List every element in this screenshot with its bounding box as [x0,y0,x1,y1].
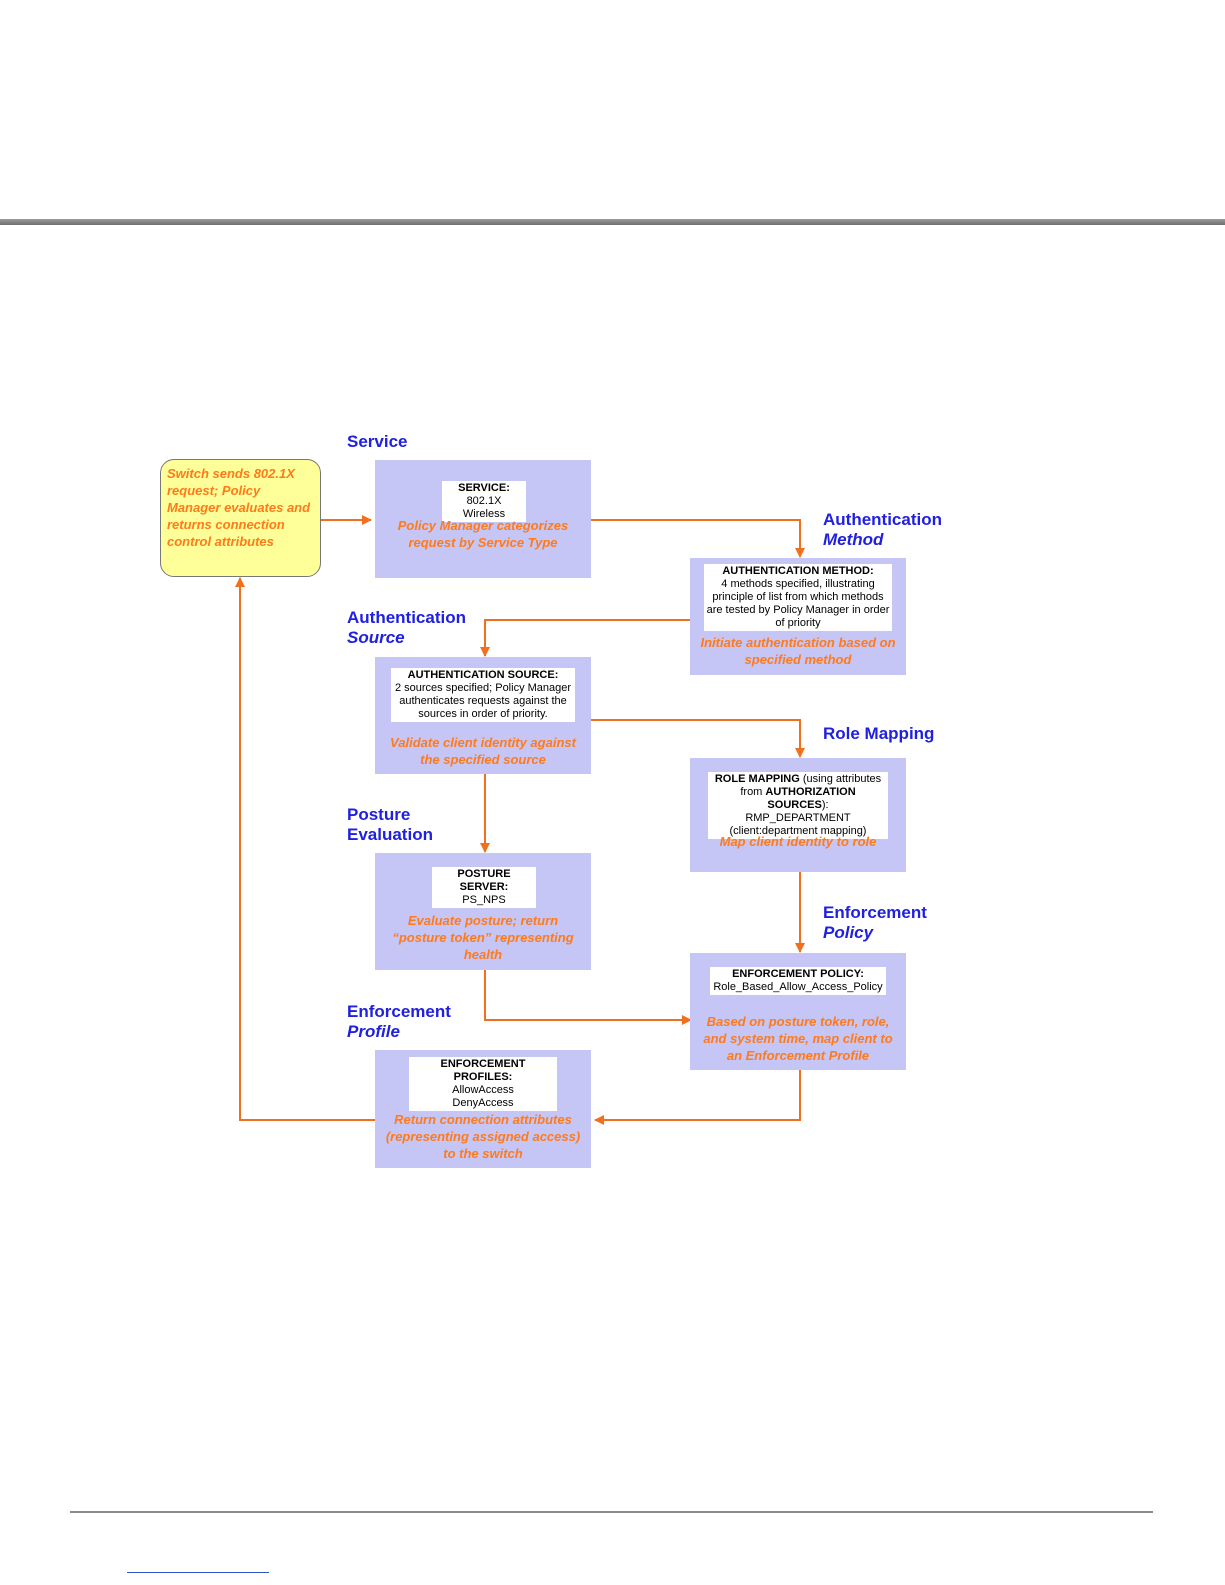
enforcement-policy-label: Enforcement [823,903,927,922]
service-description: Policy Manager categorizes request by Se… [397,518,569,550]
auth-method-value: 4 methods specified, illustrating princi… [706,578,890,629]
auth-method-info: AUTHENTICATION METHOD: 4 methods specifi… [704,564,892,631]
service-header: SERVICE: [458,482,510,494]
service-info: SERVICE: 802.1X Wireless [442,481,526,522]
footer-divider [70,1511,1153,1513]
auth-source-label-italic: Source [347,628,405,647]
arrow-policy-to-profile [594,1070,801,1125]
enforcement-profile-info: ENFORCEMENT PROFILES: AllowAccess DenyAc… [409,1057,557,1111]
role-mapping-header-note: (using attributes from [740,773,882,798]
posture-info: POSTURE SERVER: PS_NPS [432,867,536,908]
auth-method-label: Authentication [823,510,942,529]
service-label: Service [347,432,408,451]
auth-source-label: Authentication [347,608,466,627]
top-divider [0,219,1225,225]
role-mapping-header-end: ): [821,799,829,811]
authorization-sources-label: AUTHORIZATION SOURCES [765,786,856,811]
enforcement-policy-info: ENFORCEMENT POLICY: Role_Based_Allow_Acc… [710,967,886,995]
enforcement-policy-value: Role_Based_Allow_Access_Policy [713,981,883,993]
role-mapping-description: Map client identity to role [719,834,877,849]
enforcement-profile-description: Return connection attributes (representi… [385,1112,581,1161]
auth-method-header: AUTHENTICATION METHOD: [722,565,874,577]
role-mapping-value: RMP_DEPARTMENT [745,812,851,824]
role-mapping-box: ROLE MAPPING (using attributes from AUTH… [690,758,906,872]
posture-header: POSTURE SERVER: [457,868,511,893]
arrow-service-to-method [590,519,805,558]
role-mapping-stage-label: Role Mapping [823,724,934,744]
posture-stage-label: Posture Evaluation [347,805,433,845]
auth-method-label-italic: Method [823,530,884,549]
auth-method-stage-label: Authentication Method [823,510,942,550]
posture-description: Evaluate posture; return “posture token”… [392,913,574,962]
posture-label: Posture [347,805,411,824]
enforcement-policy-description: Based on posture token, role, and system… [703,1014,893,1063]
switch-request-box: Switch sends 802.1X request; Policy Mana… [160,459,321,577]
auth-source-stage-label: Authentication Source [347,608,466,648]
auth-source-description: Validate client identity against the spe… [390,735,576,767]
enforcement-profile-stage-label: Enforcement Profile [347,1002,451,1042]
switch-request-text: Switch sends 802.1X request; Policy Mana… [167,466,311,549]
arrow-method-to-source [480,619,690,657]
posture-value: PS_NPS [462,894,506,906]
auth-method-box: AUTHENTICATION METHOD: 4 methods specifi… [690,558,906,675]
role-mapping-label: Role Mapping [823,724,935,743]
enforcement-profile-value-deny: DenyAccess [452,1097,514,1109]
enforcement-policy-box: ENFORCEMENT POLICY: Role_Based_Allow_Acc… [690,953,906,1070]
service-box: SERVICE: 802.1X Wireless Policy Manager … [375,460,591,578]
auth-source-info: AUTHENTICATION SOURCE: 2 sources specifi… [391,668,575,722]
role-mapping-value-note: (client:department mapping) [729,825,867,837]
auth-source-header: AUTHENTICATION SOURCE: [407,669,559,681]
enforcement-profile-label-italic: Profile [347,1022,400,1041]
auth-method-description: Initiate authentication based on specifi… [700,635,896,667]
role-mapping-info: ROLE MAPPING (using attributes from AUTH… [708,772,888,839]
enforcement-policy-stage-label: Enforcement Policy [823,903,927,943]
enforcement-policy-header: ENFORCEMENT POLICY: [732,968,864,980]
service-stage-label: Service [347,432,408,452]
arrow-posture-to-policy [484,969,692,1025]
service-value: 802.1X Wireless [462,495,506,520]
arrow-source-to-role [591,719,805,758]
enforcement-profile-box: ENFORCEMENT PROFILES: AllowAccess DenyAc… [375,1050,591,1168]
footer-link-underline[interactable] [127,1572,269,1573]
enforcement-profile-header: ENFORCEMENT PROFILES: [440,1058,526,1083]
arrow-profile-to-start [235,577,375,1121]
auth-source-value: 2 sources specified; Policy Manager auth… [394,682,572,720]
enforcement-profile-value-allow: AllowAccess [452,1084,514,1096]
enforcement-policy-label-italic: Policy [823,923,874,942]
posture-label-line2: Evaluation [347,825,433,844]
posture-box: POSTURE SERVER: PS_NPS Evaluate posture;… [375,853,591,970]
role-mapping-header: ROLE MAPPING [714,773,800,785]
auth-source-box: AUTHENTICATION SOURCE: 2 sources specifi… [375,657,591,774]
enforcement-profile-label: Enforcement [347,1002,451,1021]
